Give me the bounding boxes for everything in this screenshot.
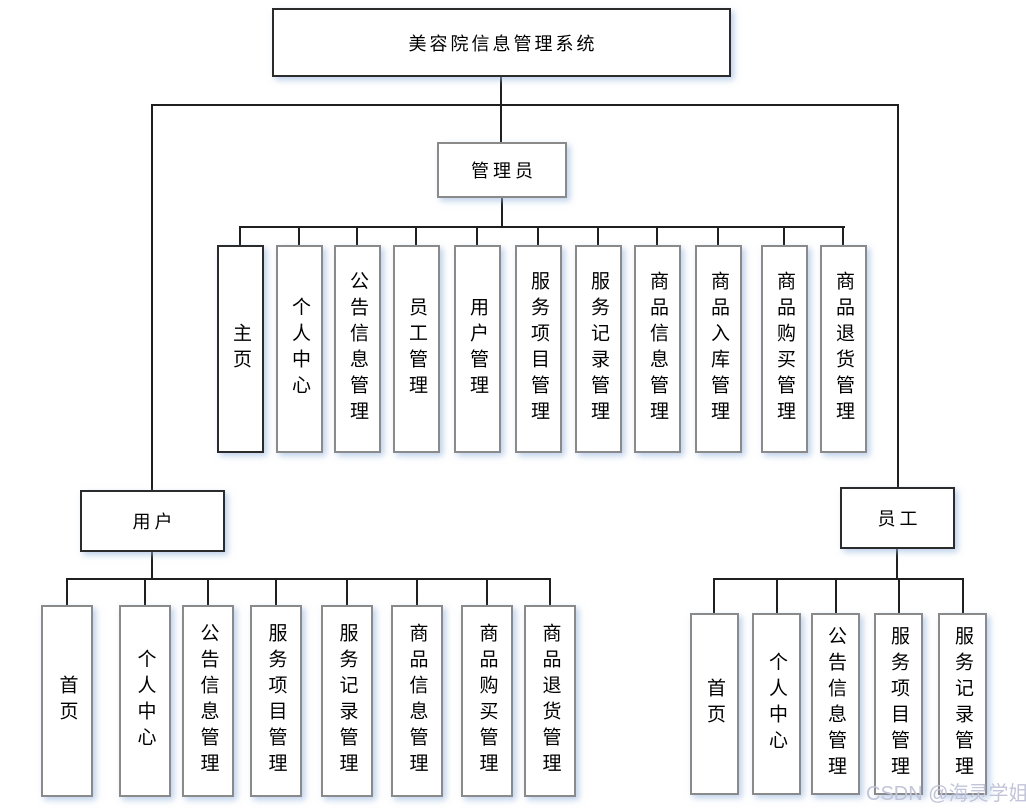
staff-child-service-record-mgmt: 服务记录管理 [938, 613, 987, 795]
connector-line [713, 578, 715, 613]
node-branch-staff: 员工 [840, 487, 955, 549]
admin-child-staff-mgmt: 员工管理 [393, 245, 440, 453]
connector-line [835, 578, 837, 613]
staff-child-service-item-mgmt: 服务项目管理 [874, 613, 923, 795]
admin-child-product-inbound-mgmt: 商品入库管理 [695, 245, 742, 453]
user-child-product-purchase-mgmt: 商品购买管理 [461, 605, 513, 797]
node-label: 主页 [230, 323, 251, 375]
connector-line [66, 578, 68, 605]
node-label: 管理员 [471, 161, 537, 181]
connector-line [476, 226, 478, 245]
node-label: 用户管理 [467, 297, 488, 401]
node-label: 员工管理 [406, 297, 427, 401]
connector-line [416, 578, 418, 605]
node-label: 商品购买管理 [476, 623, 498, 779]
node-branch-admin: 管理员 [437, 142, 567, 198]
user-child-service-record-mgmt: 服务记录管理 [321, 605, 373, 797]
admin-child-product-info-mgmt: 商品信息管理 [634, 245, 681, 453]
user-child-product-info-mgmt: 商品信息管理 [391, 605, 443, 797]
admin-child-announcement-mgmt: 公告信息管理 [334, 245, 381, 453]
node-label: 商品信息管理 [406, 623, 428, 779]
connector-line [207, 578, 209, 605]
connector-line [783, 226, 785, 245]
connector-line [776, 578, 778, 613]
node-label: 个人中心 [289, 297, 310, 401]
connector-line [501, 198, 503, 226]
user-child-home: 首页 [41, 605, 93, 797]
user-child-personal-center: 个人中心 [119, 605, 171, 797]
connector-line [151, 104, 153, 490]
connector-line [597, 226, 599, 245]
connector-line [549, 578, 551, 605]
connector-line [66, 578, 551, 580]
node-label: 公告信息管理 [197, 623, 219, 779]
node-label: 公告信息管理 [347, 271, 368, 427]
connector-line [144, 578, 146, 605]
connector-line [898, 578, 900, 613]
node-label: 首页 [704, 678, 725, 730]
watermark: CSDN @海灵学姐 [866, 783, 1026, 805]
connector-line [151, 552, 153, 578]
node-label: 服务项目管理 [888, 626, 909, 782]
connector-line [486, 578, 488, 605]
admin-child-personal-center: 个人中心 [276, 245, 323, 453]
admin-child-product-return-mgmt: 商品退货管理 [820, 245, 867, 453]
staff-child-announcement-mgmt: 公告信息管理 [811, 613, 860, 795]
node-root: 美容院信息管理系统 [272, 8, 731, 77]
node-label: 服务项目管理 [528, 271, 549, 427]
connector-line [717, 226, 719, 245]
node-label: 商品退货管理 [833, 271, 854, 427]
node-label: 美容院信息管理系统 [408, 33, 598, 54]
node-branch-user: 用户 [80, 490, 225, 552]
node-label: 首页 [56, 675, 78, 727]
node-label: 服务记录管理 [588, 271, 609, 427]
connector-line [239, 226, 241, 245]
node-label: 员工 [877, 509, 922, 529]
staff-child-personal-center: 个人中心 [752, 613, 801, 795]
connector-line [896, 549, 898, 578]
user-child-announcement-mgmt: 公告信息管理 [182, 605, 234, 797]
connector-line [500, 77, 502, 142]
node-label: 用户 [132, 512, 177, 532]
connector-line [897, 104, 899, 487]
node-label: 商品信息管理 [647, 271, 668, 427]
connector-line [842, 226, 844, 245]
connector-line [713, 578, 964, 580]
node-label: 商品退货管理 [539, 623, 561, 779]
connector-line [151, 104, 899, 106]
node-label: 公告信息管理 [825, 626, 846, 782]
connector-line [298, 226, 300, 245]
node-label: 服务项目管理 [265, 623, 287, 779]
admin-child-service-record-mgmt: 服务记录管理 [575, 245, 622, 453]
admin-child-home: 主页 [217, 245, 264, 453]
connector-line [656, 226, 658, 245]
connector-line [962, 578, 964, 613]
admin-child-service-item-mgmt: 服务项目管理 [515, 245, 562, 453]
connector-line [346, 578, 348, 605]
user-child-service-item-mgmt: 服务项目管理 [250, 605, 302, 797]
connector-line [356, 226, 358, 245]
node-label: 商品入库管理 [708, 271, 729, 427]
connector-line [415, 226, 417, 245]
admin-child-user-mgmt: 用户管理 [454, 245, 501, 453]
node-label: 商品购买管理 [774, 271, 795, 427]
connector-line [239, 226, 845, 228]
staff-child-home: 首页 [690, 613, 739, 795]
connector-line [537, 226, 539, 245]
connector-line [275, 578, 277, 605]
node-label: 服务记录管理 [336, 623, 358, 779]
admin-child-product-purchase-mgmt: 商品购买管理 [761, 245, 808, 453]
node-label: 服务记录管理 [952, 626, 973, 782]
node-label: 个人中心 [134, 649, 156, 753]
user-child-product-return-mgmt: 商品退货管理 [524, 605, 576, 797]
node-label: 个人中心 [766, 652, 787, 756]
